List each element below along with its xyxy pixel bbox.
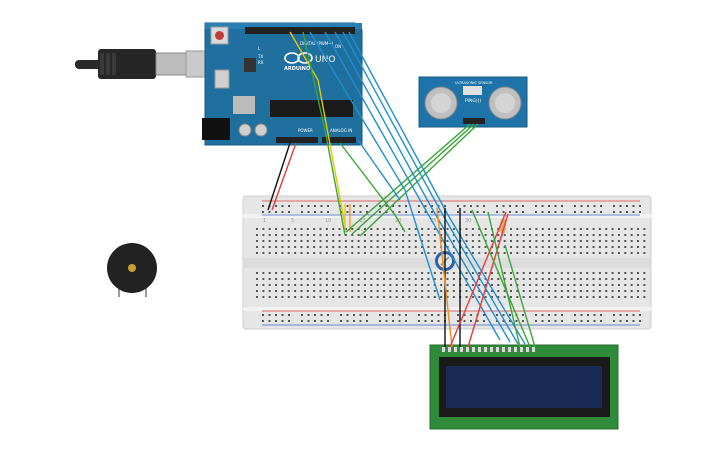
arduino-uno-board[interactable]: DIGITAL (PWM~) ARDUINO UNO TX RX L ON PO…: [202, 22, 363, 146]
arduino-model: UNO: [315, 55, 335, 65]
crystal: [214, 69, 230, 89]
ultrasonic-chip: [463, 86, 482, 95]
usb-chip: [244, 58, 256, 72]
wire-green[interactable]: [471, 209, 531, 348]
lcd-pin[interactable]: [508, 347, 511, 352]
l-led-label: L: [258, 46, 261, 51]
lcd-pin[interactable]: [520, 347, 523, 352]
wire-green[interactable]: [487, 211, 521, 348]
arduino-brand: ARDUINO: [284, 66, 310, 72]
voltage-regulator: [233, 96, 255, 114]
wire-black[interactable]: [267, 142, 291, 211]
lcd-pin[interactable]: [478, 347, 481, 352]
wire-blue[interactable]: [324, 31, 501, 341]
wire-green[interactable]: [339, 142, 406, 233]
digital-header[interactable]: [245, 27, 355, 34]
wire-blue[interactable]: [309, 31, 441, 301]
analog-header[interactable]: [322, 137, 356, 143]
breadboard-holes: [256, 205, 646, 322]
usb-cable[interactable]: [75, 49, 221, 79]
wire-blue[interactable]: [348, 31, 526, 345]
ultrasonic-pins[interactable]: [463, 118, 485, 124]
lcd-pin[interactable]: [466, 347, 469, 352]
wire-red[interactable]: [467, 213, 509, 348]
piezo-buzzer[interactable]: [107, 243, 157, 297]
lcd-pin[interactable]: [502, 347, 505, 352]
capacitor: [238, 123, 252, 137]
lcd-pin[interactable]: [454, 347, 457, 352]
lcd-pin[interactable]: [460, 347, 463, 352]
col-number: 10: [325, 218, 331, 224]
wire-orange[interactable]: [436, 207, 453, 348]
wire-green[interactable]: [504, 244, 536, 348]
col-number: 1: [263, 218, 266, 224]
lcd-pin[interactable]: [472, 347, 475, 352]
power-label: POWER: [298, 128, 313, 133]
wire-red[interactable]: [449, 211, 507, 348]
col-number: 30: [465, 218, 471, 224]
lcd-pin[interactable]: [496, 347, 499, 352]
capacitor: [254, 123, 268, 137]
analog-label: ANALOG IN: [330, 128, 352, 133]
rx-label: RX: [258, 60, 264, 65]
lcd-screen: [446, 366, 602, 408]
ultrasonic-top-text: ULTRASONIC SENSOR: [455, 81, 493, 85]
col-number: 15: [360, 218, 366, 224]
lcd-pin-header[interactable]: [442, 347, 535, 352]
wires: [267, 31, 536, 348]
power-header[interactable]: [276, 137, 318, 143]
col-number: 5: [291, 218, 294, 224]
lcd-pin[interactable]: [514, 347, 517, 352]
lcd-pin[interactable]: [532, 347, 535, 352]
ultrasonic-name: PING))): [465, 98, 481, 104]
lcd-pin[interactable]: [526, 347, 529, 352]
lcd-display[interactable]: [429, 344, 619, 430]
reset-button-cap: [215, 31, 224, 40]
lcd-pin[interactable]: [484, 347, 487, 352]
ultrasonic-sensor[interactable]: ULTRASONIC SENSOR PING))): [418, 76, 528, 128]
atmega-chip: [270, 100, 353, 117]
wire-blue[interactable]: [357, 139, 401, 201]
power-jack[interactable]: [202, 118, 230, 140]
wire-red[interactable]: [271, 142, 297, 211]
wire-blue[interactable]: [342, 31, 519, 345]
lcd-pin[interactable]: [442, 347, 445, 352]
buzzer-center: [128, 264, 136, 272]
wire-green[interactable]: [302, 31, 346, 236]
lcd-pin[interactable]: [448, 347, 451, 352]
on-led-label: ON: [335, 44, 341, 49]
wire-green[interactable]: [359, 123, 479, 237]
col-number: 25: [430, 218, 436, 224]
lcd-pin[interactable]: [490, 347, 493, 352]
arduino-logo-icon: [284, 52, 313, 64]
wire-green[interactable]: [351, 123, 475, 235]
wire-yellow[interactable]: [289, 31, 346, 226]
tx-label: TX: [257, 54, 263, 59]
